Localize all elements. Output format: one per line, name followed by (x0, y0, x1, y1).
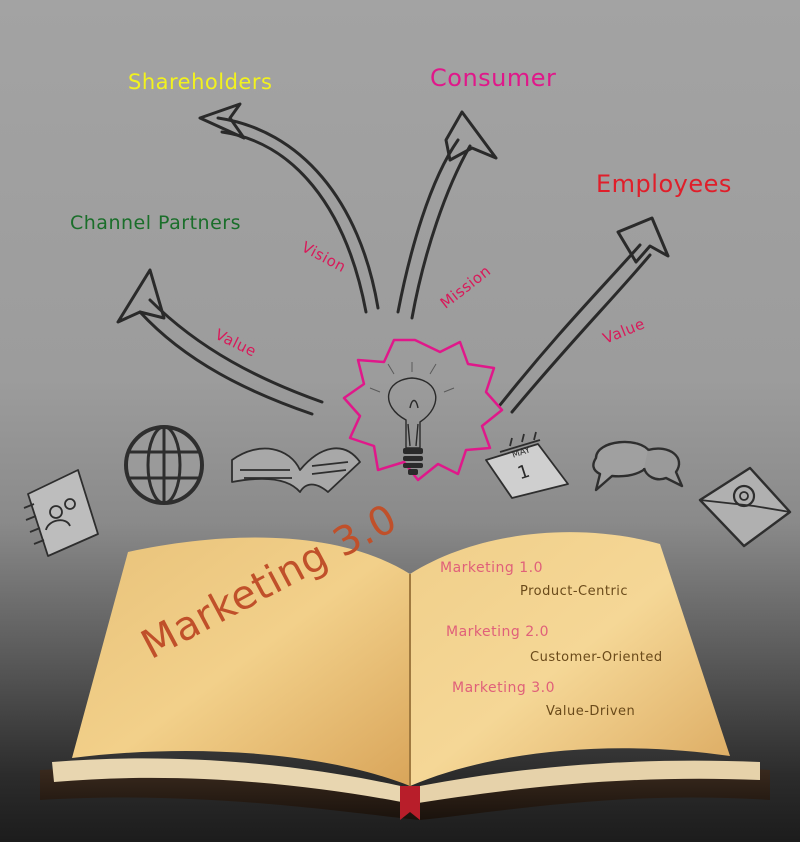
marketing-2-desc: Customer-Oriented (530, 650, 663, 665)
globe-icon (124, 425, 204, 505)
calendar-icon (485, 431, 569, 499)
address-book-icon (23, 469, 99, 557)
channel-partners-label: Channel Partners (70, 212, 241, 234)
marketing-1-desc: Product-Centric (520, 584, 629, 599)
marketing-3-desc: Value-Driven (546, 704, 636, 719)
arrow-employees (498, 216, 670, 414)
marketing-2-label: Marketing 2.0 (446, 624, 549, 640)
bookmark-ribbon (400, 786, 420, 820)
arrow-channel-partners (116, 268, 324, 416)
employees-label: Employees (596, 170, 732, 198)
speech-bubbles-icon (592, 440, 684, 492)
arrow-consumer (396, 110, 498, 320)
email-envelope-icon (698, 466, 792, 548)
shareholders-label: Shareholders (128, 70, 273, 94)
marketing-3-label: Marketing 3.0 (452, 680, 555, 696)
open-book (40, 532, 770, 820)
open-book-icon (231, 447, 361, 493)
marketing-1-label: Marketing 1.0 (440, 560, 543, 576)
arrow-shareholders (198, 102, 380, 314)
light-bulb-icon (342, 338, 504, 482)
consumer-label: Consumer (430, 64, 557, 92)
